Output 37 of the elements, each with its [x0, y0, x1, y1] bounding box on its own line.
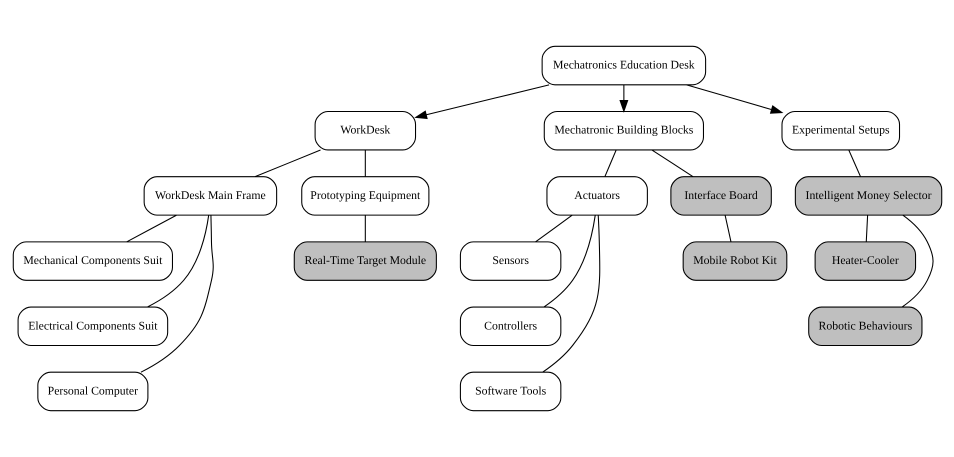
- node-box: Real-Time Target Module: [293, 241, 436, 281]
- connector: [126, 214, 176, 242]
- arrow: [618, 84, 628, 113]
- connector: [146, 215, 209, 308]
- connector: [848, 150, 860, 177]
- node-box: Actuators: [546, 176, 648, 216]
- arrow: [414, 84, 549, 120]
- connector: [542, 215, 600, 373]
- connector: [364, 215, 366, 242]
- node-box: Mechatronics Education Desk: [541, 46, 706, 86]
- node-box: Interface Board: [670, 176, 772, 216]
- connector: [865, 215, 868, 242]
- connector: [724, 215, 731, 242]
- arrow: [686, 84, 783, 114]
- connector: [901, 214, 934, 308]
- node-box: Sensors: [459, 241, 561, 281]
- connector: [604, 150, 616, 177]
- node-box: Mechatronic Building Blocks: [543, 110, 704, 150]
- node-box: Experimental Setups: [780, 110, 900, 150]
- node-box: Software Tools: [459, 372, 561, 412]
- node-box: Robotic Behaviours: [808, 306, 922, 346]
- connector: [543, 215, 596, 308]
- node-box: Mobile Robot Kit: [682, 241, 787, 281]
- connector: [140, 215, 214, 373]
- node-box: Heater-Cooler: [814, 241, 916, 281]
- connector: [534, 214, 572, 242]
- node-box: Intelligent Money Selector: [794, 176, 942, 216]
- node-box: Electrical Components Suit: [17, 306, 168, 346]
- connector: [254, 150, 320, 178]
- node-box: Personal Computer: [36, 372, 148, 412]
- node-box: Mechanical Components Suit: [12, 241, 172, 281]
- node-box: Controllers: [459, 306, 561, 346]
- node-box: WorkDesk: [314, 110, 416, 150]
- connector: [364, 150, 366, 176]
- node-box: WorkDesk Main Frame: [143, 176, 277, 216]
- connector: [651, 150, 693, 178]
- node-box: Prototyping Equipment: [300, 176, 429, 216]
